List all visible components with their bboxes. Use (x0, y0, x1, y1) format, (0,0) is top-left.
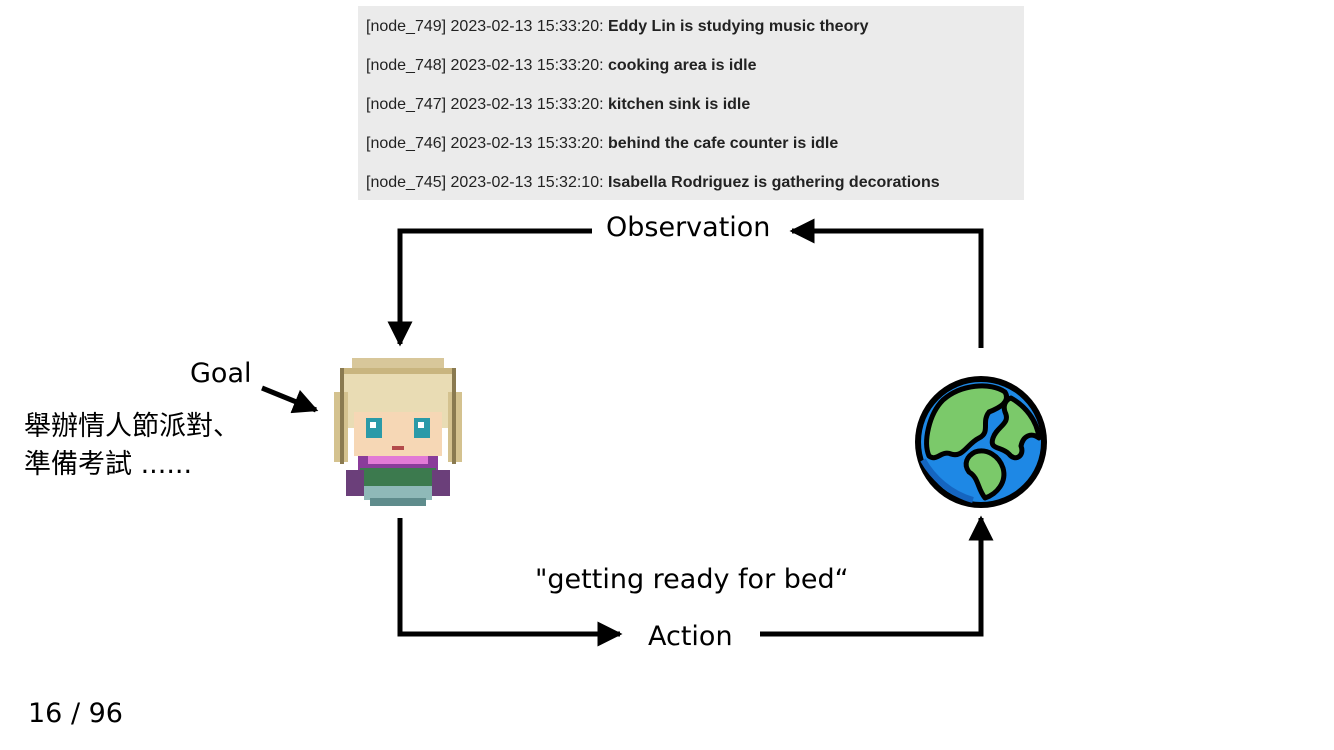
log-line-message: Eddy Lin is studying music theory (607, 18, 869, 35)
log-line-prefix: [node_748] 2023-02-13 15:33:20: (366, 57, 608, 74)
action-to-world-line (760, 515, 994, 637)
log-line-message: kitchen sink is idle (607, 96, 751, 113)
observation-label: Observation (606, 212, 771, 243)
goal-description: 舉辦情人節派對、 準備考試 ...... (24, 408, 240, 484)
earth-globe-icon (915, 376, 1047, 508)
log-line: [node_745] 2023-02-13 15:32:10: Isabella… (366, 173, 940, 193)
log-line-prefix: [node_746] 2023-02-13 15:33:20: (366, 135, 608, 152)
log-line-message: Isabella Rodriguez is gathering decorati… (607, 174, 940, 191)
log-line: [node_747] 2023-02-13 15:33:20: kitchen … (366, 95, 750, 115)
log-line-message: behind the cafe counter is idle (607, 135, 839, 152)
world-to-observation-line (789, 218, 984, 348)
log-line: [node_748] 2023-02-13 15:33:20: cooking … (366, 56, 756, 76)
log-line: [node_746] 2023-02-13 15:33:20: behind t… (366, 134, 838, 154)
log-line: [node_749] 2023-02-13 15:33:20: Eddy Lin… (366, 17, 868, 37)
goal-line-1: 舉辦情人節派對、 (24, 411, 240, 442)
goal-label: Goal (190, 358, 252, 389)
observation-to-agent-line (387, 228, 592, 347)
log-line-prefix: [node_745] 2023-02-13 15:32:10: (366, 174, 608, 191)
action-label: Action (648, 621, 733, 652)
agent-to-action-line (397, 518, 623, 647)
page-number: 16 / 96 (28, 698, 123, 729)
observation-log-panel: [node_749] 2023-02-13 15:33:20: Eddy Lin… (358, 6, 1024, 200)
goal-arrow (261, 385, 319, 414)
pixel-character-icon (334, 358, 462, 506)
goal-line-2: 準備考試 ...... (24, 449, 193, 480)
log-line-message: cooking area is idle (607, 57, 757, 74)
log-line-prefix: [node_749] 2023-02-13 15:33:20: (366, 18, 608, 35)
action-quote: "getting ready for bed“ (535, 564, 849, 595)
log-line-prefix: [node_747] 2023-02-13 15:33:20: (366, 96, 608, 113)
